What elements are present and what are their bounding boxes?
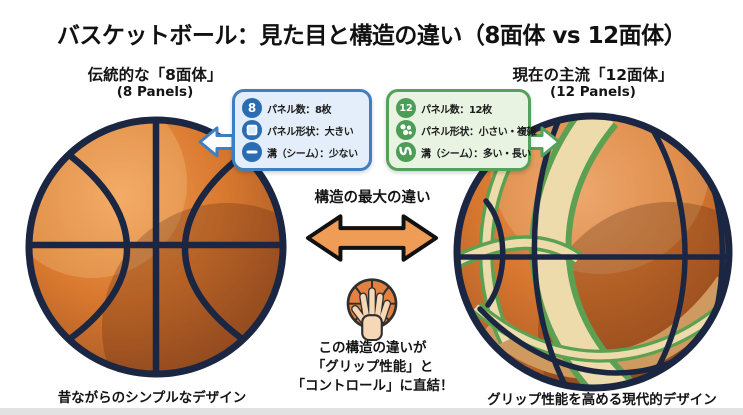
- seam-minus-icon: [242, 142, 262, 162]
- twelve-panel-spec-callout: 12 パネル数：12枚 パネル形状：小さい・複雑 溝（シーム）：多い・長い: [386, 89, 537, 171]
- spec-row-label: パネル数：12枚: [421, 104, 492, 116]
- left-ball-heading-block: 伝統的な「8面体」 (8 Panels): [35, 66, 275, 101]
- panel-count-8-icon: 8: [242, 98, 262, 118]
- conclusion-line-2: 「グリップ性能」と: [311, 359, 434, 375]
- eight-panel-spec-callout: 8 パネル数：8枚 パネル形状：大きい 溝（シーム）：少ない: [232, 89, 372, 171]
- spec-row-seams: 溝（シーム）：多い・長い: [396, 141, 531, 163]
- bottom-edge-strip: [0, 408, 743, 415]
- spec-row-panel-shape: パネル形状：小さい・複雑: [396, 119, 537, 141]
- spec-row-label: パネル形状：小さい・複雑: [421, 126, 537, 138]
- hand-grip-ball-icon: [346, 278, 398, 341]
- spec-row-label: 溝（シーム）：少ない: [267, 148, 358, 160]
- twelve-panel-basketball-illustration: [453, 112, 733, 392]
- panel-shape-complex-icon: [396, 120, 416, 140]
- spec-row-label: 溝（シーム）：多い・長い: [421, 148, 531, 160]
- spec-row-panel-shape: パネル形状：大きい: [242, 119, 364, 141]
- left-ball-caption: 昔ながらのシンプルなデザイン: [57, 390, 247, 406]
- double-headed-arrow-icon: [305, 214, 439, 262]
- conclusion-text: この構造の違いが 「グリップ性能」と 「コントロール」に直結！: [270, 339, 475, 396]
- eight-panel-basketball-illustration: [25, 116, 287, 378]
- right-ball-heading-block: 現在の主流「12面体」 (12 Panels): [468, 66, 718, 101]
- left-ball-heading: 伝統的な「8面体」: [87, 66, 223, 84]
- spec-row-label: パネル数：8枚: [267, 104, 332, 116]
- spec-row-panel-count: 8 パネル数：8枚: [242, 97, 364, 119]
- panel-count-12-icon: 12: [396, 98, 416, 118]
- comparison-label: 構造の最大の違い: [314, 190, 431, 206]
- page-title: バスケットボール：見た目と構造の違い（8面体 vs 12面体）: [56, 23, 687, 49]
- left-ball-subheading: (8 Panels): [116, 84, 194, 100]
- seam-wave-icon: [396, 142, 416, 162]
- conclusion-line-3: 「コントロール」に直結！: [291, 378, 454, 394]
- spec-row-seams: 溝（シーム）：少ない: [242, 141, 364, 163]
- right-ball-caption: グリップ性能を高める現代的デザイン: [487, 392, 717, 408]
- callout-pointer-left-icon: [198, 126, 235, 158]
- spec-row-label: パネル形状：大きい: [267, 126, 354, 138]
- spec-row-panel-count: 12 パネル数：12枚: [396, 97, 523, 119]
- right-ball-heading: 現在の主流「12面体」: [512, 66, 674, 84]
- panel-shape-square-icon: [242, 120, 262, 140]
- conclusion-line-1: この構造の違いが: [318, 340, 427, 356]
- right-ball-subheading: (12 Panels): [550, 84, 636, 100]
